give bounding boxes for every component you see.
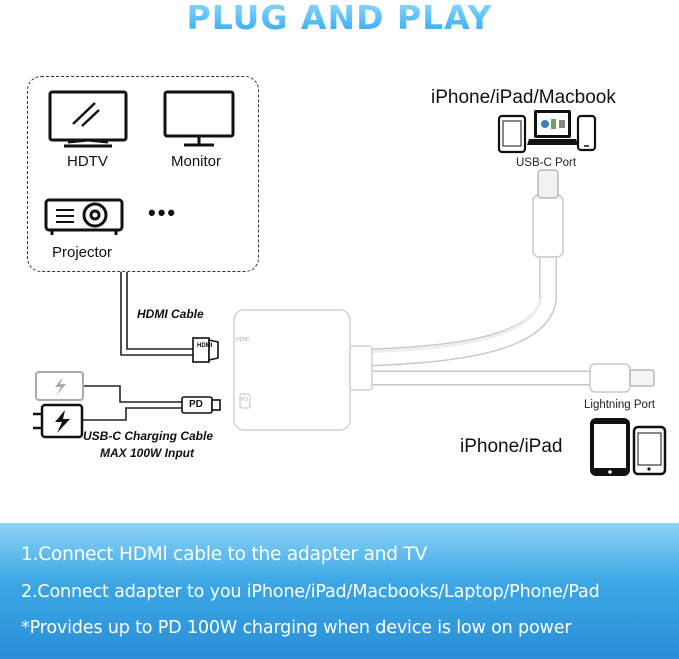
adapter-hdmi-label: HDMI: [236, 337, 249, 343]
usbc-port-label: USB-C Port: [516, 157, 577, 169]
pd-plug-label: PD: [189, 399, 203, 410]
tablet-icon: [497, 114, 527, 154]
hdmi-cable-label: HDMI Cable: [137, 307, 204, 321]
power-note-text: *Provides up to PD 100W charging when de…: [21, 618, 572, 638]
top-device-label: iPhone/iPad/Macbook: [431, 87, 616, 108]
monitor-icon: [163, 90, 235, 147]
output-devices-box: [27, 76, 259, 272]
step-2-text: 2.Connect adapter to you iPhone/iPad/Mac…: [21, 582, 600, 602]
iphone-icon: [632, 425, 667, 476]
hdmi-cable: [120, 272, 193, 356]
projector-label: Projector: [52, 244, 113, 261]
page-title: PLUG AND PLAY: [0, 0, 679, 36]
hdtv-label: HDTV: [67, 153, 108, 170]
more-devices-dots: •••: [148, 200, 178, 225]
adapter-pd-label: PD: [241, 397, 248, 403]
bottom-device-label: iPhone/iPad: [460, 436, 563, 457]
hdmi-plug-icon: [192, 337, 219, 363]
projector-icon: [44, 198, 124, 235]
monitor-label: Monitor: [171, 153, 222, 170]
usbc-connector: [532, 169, 564, 258]
hdmi-plug-label: HDMI: [197, 343, 213, 349]
charging-phone-icon: [35, 371, 84, 401]
pd-plug-icon: [181, 396, 221, 414]
charging-cable: [83, 385, 182, 421]
charging-cable-label: USB-C Charging Cable: [83, 429, 214, 443]
adapter-body: [233, 309, 373, 431]
lightning-port-label: Lightning Port: [584, 399, 655, 411]
charging-max-label: MAX 100W Input: [100, 446, 195, 460]
lightning-connector: [589, 363, 655, 393]
phone-icon: [576, 114, 597, 152]
usbc-cable: [351, 241, 557, 367]
instructions-panel: 1.Connect HDMl cable to the adapter and …: [0, 523, 679, 659]
ipad-icon: [590, 418, 630, 476]
tv-icon: [48, 90, 128, 148]
laptop-icon: [527, 110, 578, 145]
step-1-text: 1.Connect HDMl cable to the adapter and …: [21, 544, 428, 565]
connection-diagram: [33, 90, 667, 476]
charger-icon: [33, 403, 84, 439]
